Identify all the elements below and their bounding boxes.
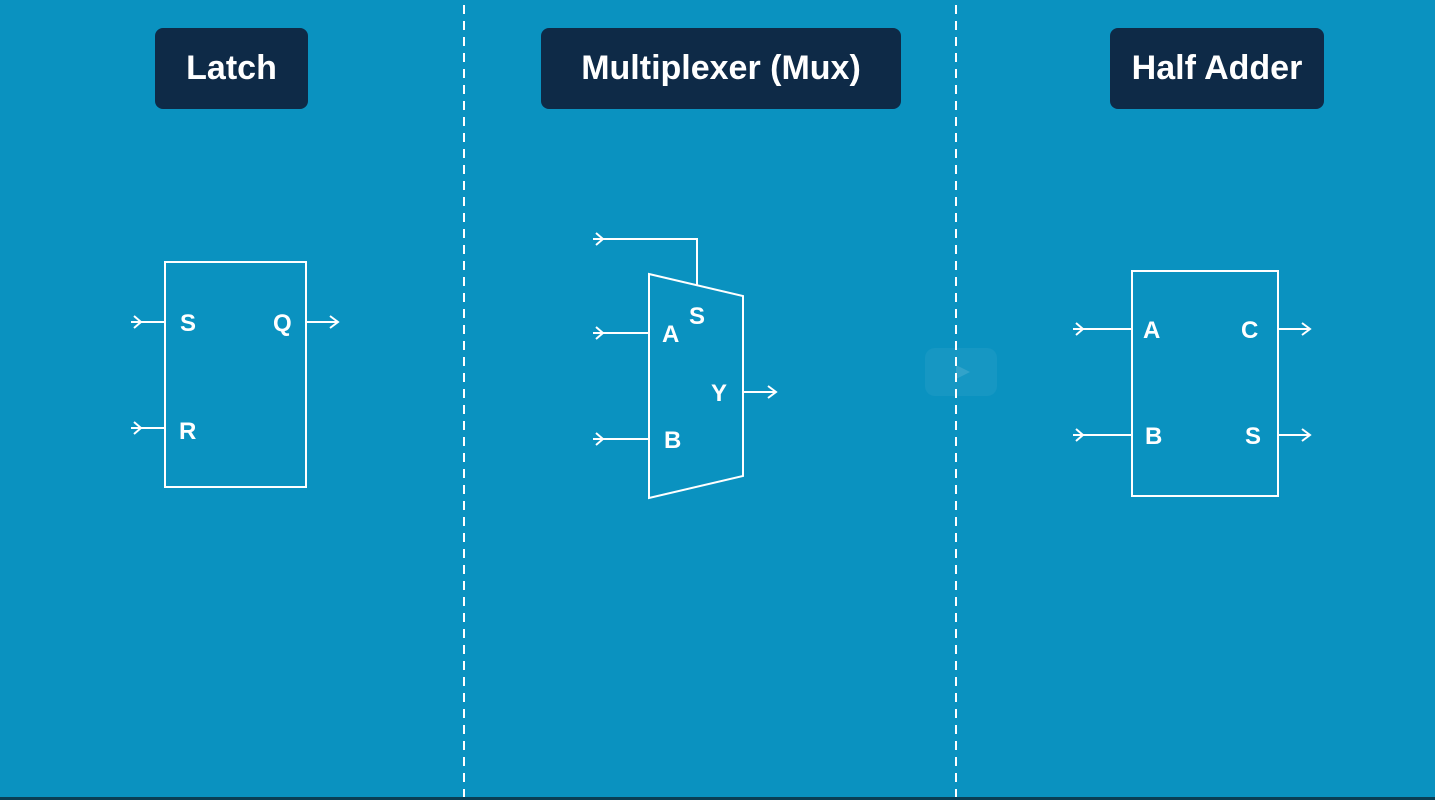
latch-input-r-label: R bbox=[179, 418, 196, 445]
arrow-right-icon bbox=[1278, 428, 1312, 442]
arrow-right-icon bbox=[306, 315, 340, 329]
arrow-right-icon bbox=[131, 315, 165, 329]
mux-input-a-label: A bbox=[662, 321, 679, 348]
mux-select-s-label: S bbox=[689, 303, 705, 330]
arrow-right-icon bbox=[593, 326, 649, 340]
latch-output-q-label: Q bbox=[273, 310, 292, 337]
latch-block bbox=[164, 261, 307, 488]
latch-title: Latch bbox=[155, 28, 308, 109]
half-adder-block bbox=[1131, 270, 1279, 497]
half-adder-output-s-label: S bbox=[1245, 423, 1261, 450]
play-icon[interactable] bbox=[925, 348, 997, 396]
bottom-bar bbox=[0, 797, 1435, 800]
mux-output-y-label: Y bbox=[711, 380, 727, 407]
mux-input-b-label: B bbox=[664, 427, 681, 454]
mux-diagram bbox=[593, 232, 778, 500]
mux-title: Multiplexer (Mux) bbox=[541, 28, 901, 109]
half-adder-input-a-label: A bbox=[1143, 317, 1160, 344]
arrow-right-icon bbox=[131, 421, 165, 435]
arrow-right-icon bbox=[1073, 428, 1132, 442]
arrow-right-icon bbox=[1278, 322, 1312, 336]
half-adder-output-c-label: C bbox=[1241, 317, 1258, 344]
arrow-right-icon bbox=[593, 432, 649, 446]
mux-block bbox=[648, 272, 744, 500]
latch-diagram bbox=[131, 261, 340, 488]
half-adder-input-b-label: B bbox=[1145, 423, 1162, 450]
half-adder-title: Half Adder bbox=[1110, 28, 1324, 109]
latch-input-s-label: S bbox=[180, 310, 196, 337]
arrow-right-icon bbox=[743, 385, 778, 399]
arrow-right-icon bbox=[593, 232, 698, 285]
arrow-right-icon bbox=[1073, 322, 1132, 336]
half-adder-diagram bbox=[1073, 270, 1312, 497]
